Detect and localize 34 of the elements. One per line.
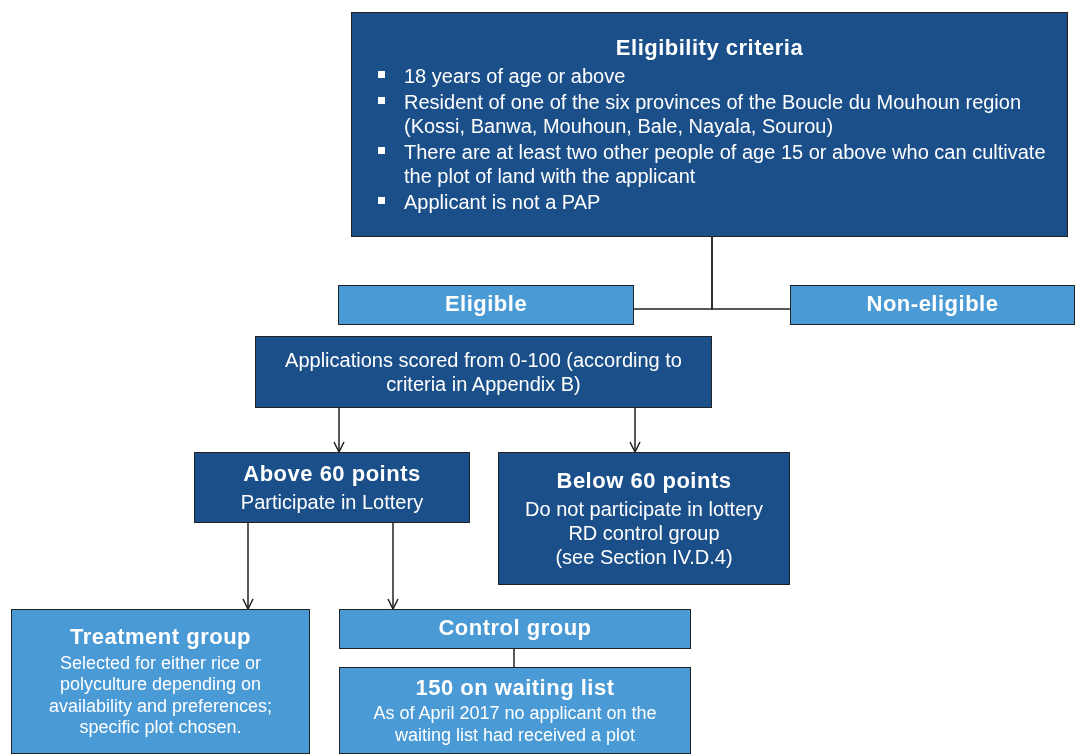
box-heading: 150 on waiting list (415, 674, 615, 702)
box-heading: Treatment group (69, 624, 252, 651)
box-heading: Non-eligible (866, 290, 999, 318)
arrow (333, 407, 345, 453)
arrow (387, 522, 399, 610)
process-box (338, 285, 634, 325)
process-box (351, 12, 1068, 237)
box-heading: Eligibility criteria (615, 35, 804, 62)
process-box (339, 609, 691, 649)
process-box (255, 336, 712, 408)
arrow (242, 522, 254, 610)
connector-line (513, 648, 515, 668)
box-heading: Below 60 points (556, 468, 732, 495)
box-text: (see Section IV.D.4) (555, 544, 733, 569)
box-heading: Above 60 points (243, 461, 421, 488)
box-text: RD control group (568, 520, 720, 545)
bullet-item: There are at least two other people of age 15 or above who can cultivate the plot of land with the applicant (370, 139, 1057, 188)
box-heading: Eligible (444, 290, 528, 318)
bullet-item: Resident of one of the six provinces of the Boucle du Mouhoun region (Kossi, Banwa, Mouhoun, Bale, Nayala, Sourou) (370, 89, 1057, 138)
connector-line (711, 236, 791, 310)
process-box (498, 452, 790, 585)
box-text: Do not participate in lottery (525, 496, 763, 521)
bullet-item: Applicant is not a PAP (370, 189, 1057, 214)
box-text: As of April 2017 no applicant on the waiting list had received a plot (372, 703, 658, 747)
process-box (11, 609, 310, 754)
arrow (629, 407, 641, 453)
box-text: Participate in Lottery (240, 489, 424, 514)
box-heading: Control group (438, 614, 592, 642)
box-text: Selected for either rice or polyculture depending on availability and preferences; specific plot chosen. (47, 652, 274, 739)
bullet-item: 18 years of age or above (370, 63, 1057, 88)
box-text: Applications scored from 0-100 (according to criteria in Appendix B) (284, 348, 683, 396)
process-box (194, 452, 470, 523)
process-box (339, 667, 691, 754)
process-box (790, 285, 1075, 325)
